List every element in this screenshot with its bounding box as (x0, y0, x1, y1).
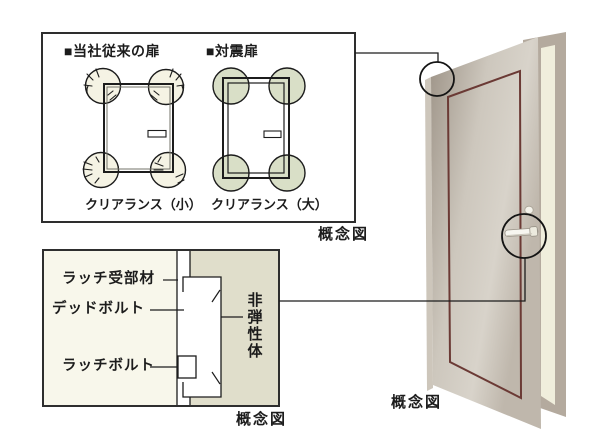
latch-bolt-shape (177, 355, 197, 379)
leader-lines (150, 279, 243, 368)
note-conceptual-door: 概念図 (391, 394, 443, 411)
latch-bevel-top (211, 289, 221, 303)
title-conventional-door: ■当社従来の扉 (64, 43, 160, 59)
comparison-box-frame (41, 32, 356, 223)
door-handle-small (263, 130, 282, 139)
frame-rect-outer (222, 77, 290, 179)
door-lever-handle (504, 226, 539, 237)
label-latch-receiver: ラッチ受部材 (62, 271, 155, 287)
connector-line-top (355, 52, 439, 62)
door-illustration (425, 32, 566, 429)
note-conceptual-bottom: 概念図 (236, 411, 288, 428)
callout-circle-door-handle (501, 213, 547, 259)
door-inner-border (446, 69, 523, 400)
latch-mechanism-box (42, 249, 280, 407)
caption-clearance-large: クリアランス（大） (211, 197, 328, 212)
latch-receiver-outline (182, 276, 222, 398)
title-quake-door: ■対震扉 (206, 43, 259, 59)
door-face (431, 37, 541, 429)
label-latch-bolt: ラッチボルト (62, 358, 155, 374)
frame-rect-outer (103, 83, 174, 173)
label-dead-bolt: デッドボルト (52, 301, 145, 317)
thumbturn-knob (524, 205, 534, 215)
latch-receiver-body (183, 277, 221, 397)
note-conceptual-top: 概念図 (318, 226, 370, 243)
door-handle-small (147, 129, 167, 138)
door-rect-inner (106, 86, 171, 170)
door-left-edge (425, 77, 433, 391)
latch-bevel-bottom (211, 371, 221, 385)
impact-spark-marks (82, 68, 185, 184)
conventional-door-diagram (82, 67, 187, 189)
caption-clearance-small: クリアランス（小） (85, 197, 202, 212)
connector-line-bottom (279, 258, 526, 302)
door-frame-cream-strip (541, 45, 555, 405)
callout-circle-door-corner (419, 61, 455, 97)
clearance-comparison-box (41, 32, 356, 223)
impact-circles (82, 67, 187, 189)
quake-door-diagram (212, 67, 306, 192)
label-inelastic-body: 非弾性体 (245, 292, 263, 360)
door-rect-inner (227, 82, 285, 174)
